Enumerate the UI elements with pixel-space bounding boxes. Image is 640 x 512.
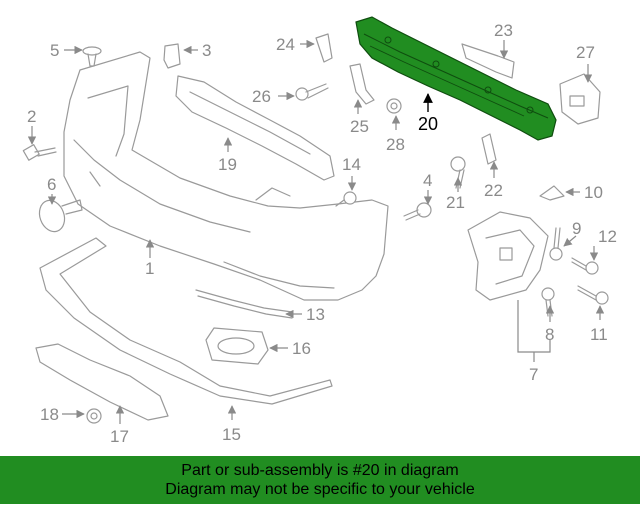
under-panel-part-17[interactable]: [35, 343, 169, 421]
lower-valance-part-15[interactable]: [39, 237, 333, 405]
side-bracket-part-7[interactable]: [467, 211, 549, 301]
bracket-part-25[interactable]: [349, 63, 375, 105]
bracket-part-22[interactable]: [481, 133, 497, 165]
callout-1: 1: [145, 259, 154, 278]
callout-8: 8: [545, 325, 554, 344]
callout-20: 20: [418, 114, 438, 134]
callout-15: 15: [222, 425, 241, 444]
callout-28: 28: [386, 135, 405, 154]
callout-4: 4: [423, 171, 432, 190]
callout-22: 22: [484, 181, 503, 200]
bolt-part-9[interactable]: [549, 227, 563, 261]
callout-26: 26: [252, 87, 271, 106]
callout-18: 18: [40, 405, 59, 424]
energy-absorber-part-19[interactable]: [175, 75, 335, 181]
bumper-cover-part-1[interactable]: [63, 51, 389, 301]
bracket-part-27[interactable]: [559, 73, 601, 125]
callout-13: 13: [306, 305, 325, 324]
banner-line-2: Diagram may not be specific to your vehi…: [165, 481, 475, 498]
bolt-part-11[interactable]: [577, 285, 609, 305]
notice-banner: Part or sub-assembly is #20 in diagram D…: [0, 456, 640, 504]
nut-part-28[interactable]: [386, 98, 402, 114]
callout-12: 12: [598, 227, 617, 246]
callout-24: 24: [276, 35, 295, 54]
exhaust-trim-part-16[interactable]: [205, 327, 269, 365]
reinforcement-bar-part-20[interactable]: [355, 16, 557, 141]
bracket-part-23[interactable]: [461, 43, 515, 79]
push-pin-part-5[interactable]: [82, 46, 102, 67]
bracket-part-24[interactable]: [315, 33, 333, 63]
molding-part-13[interactable]: [195, 289, 293, 319]
callout-21: 21: [446, 193, 465, 212]
nut-part-18[interactable]: [86, 408, 102, 424]
bolt-part-2[interactable]: [22, 144, 57, 161]
leader-lines: [27, 39, 605, 424]
bolt-part-26[interactable]: [295, 83, 329, 101]
callout-2: 2: [27, 107, 36, 126]
callout-25: 25: [350, 117, 369, 136]
clip-part-3[interactable]: [163, 43, 181, 69]
callout-27: 27: [576, 43, 595, 62]
callout-9: 9: [572, 219, 581, 238]
cap-part-6[interactable]: [35, 197, 83, 235]
callout-17: 17: [110, 427, 129, 446]
callout-11: 11: [590, 325, 608, 344]
bolt-part-4[interactable]: [403, 202, 432, 221]
parts-diagram: 5 3 24 2 26 25 19 28 20 23 27 22 21 14 4…: [22, 16, 617, 446]
bolt-part-14[interactable]: [335, 191, 357, 207]
callout-16: 16: [292, 339, 311, 358]
callout-5: 5: [50, 41, 59, 60]
bolt-part-8[interactable]: [541, 287, 555, 317]
callout-19: 19: [218, 155, 237, 174]
callout-7: 7: [529, 365, 538, 384]
bolt-part-12[interactable]: [571, 257, 599, 275]
clip-part-10[interactable]: [539, 185, 565, 201]
callout-6: 6: [47, 175, 56, 194]
callout-23: 23: [494, 21, 513, 40]
callout-labels: 5 3 24 2 26 25 19 28 20 23 27 22 21 14 4…: [27, 21, 617, 446]
callout-3: 3: [202, 41, 211, 60]
callout-10: 10: [584, 183, 603, 202]
callout-14: 14: [342, 155, 361, 174]
banner-line-1: Part or sub-assembly is #20 in diagram: [181, 462, 459, 479]
